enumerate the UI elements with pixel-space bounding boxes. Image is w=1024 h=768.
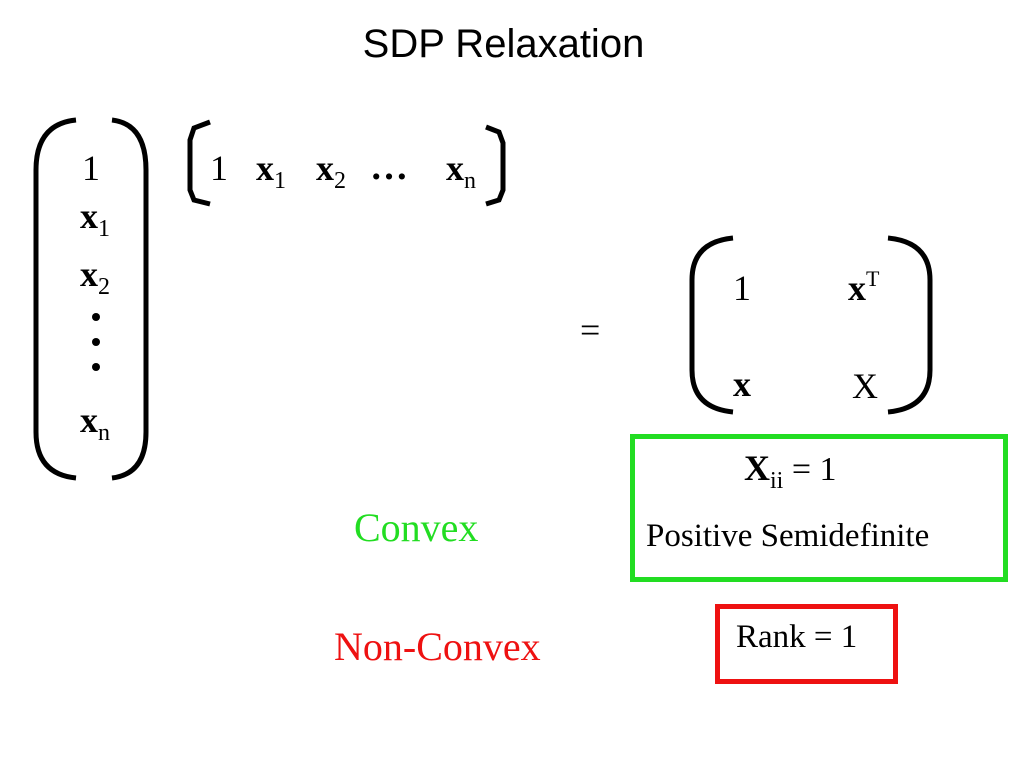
block-matrix-top-right: xT <box>848 266 880 308</box>
column-vector-entry-x1: x1 <box>80 196 110 242</box>
column-vector-entry-x2: x2 <box>80 254 110 300</box>
block-matrix-top-left: 1 <box>733 268 751 308</box>
column-vector-entry-xn: xn <box>80 400 110 446</box>
row-vector-entry-1: 1 <box>210 148 228 188</box>
column-vector-left-paren <box>33 117 77 481</box>
block-matrix-right-paren <box>887 235 933 415</box>
column-vector-entry-1: 1 <box>82 148 100 188</box>
block-matrix-bottom-left: x <box>733 364 751 404</box>
row-vector-entry-xn: xn <box>446 148 476 194</box>
rank-constraint-box <box>715 604 898 684</box>
block-matrix-left-paren <box>689 235 734 415</box>
row-vector-entry-x2: x2 <box>316 148 346 194</box>
vertical-ellipsis-dot <box>92 338 100 346</box>
column-vector-right-paren <box>111 117 149 481</box>
convex-label: Convex <box>354 505 479 550</box>
equals-sign: = <box>580 310 601 350</box>
page-title: SDP Relaxation <box>362 22 645 66</box>
vertical-ellipsis-dot <box>92 363 100 371</box>
diagonal-constraint: Xii = 1 <box>744 448 837 494</box>
convex-constraints-box <box>630 434 1008 582</box>
row-vector-right-bracket <box>485 124 506 207</box>
block-matrix-bottom-right: X <box>852 366 878 406</box>
row-vector-left-bracket <box>187 119 211 207</box>
rank-constraint: Rank = 1 <box>736 619 858 655</box>
psd-constraint: Positive Semidefinite <box>646 518 930 554</box>
row-vector-ellipsis: … <box>370 146 408 188</box>
row-vector-entry-x1: x1 <box>256 148 286 194</box>
vertical-ellipsis-dot <box>92 313 100 321</box>
nonconvex-label: Non-Convex <box>334 624 541 669</box>
